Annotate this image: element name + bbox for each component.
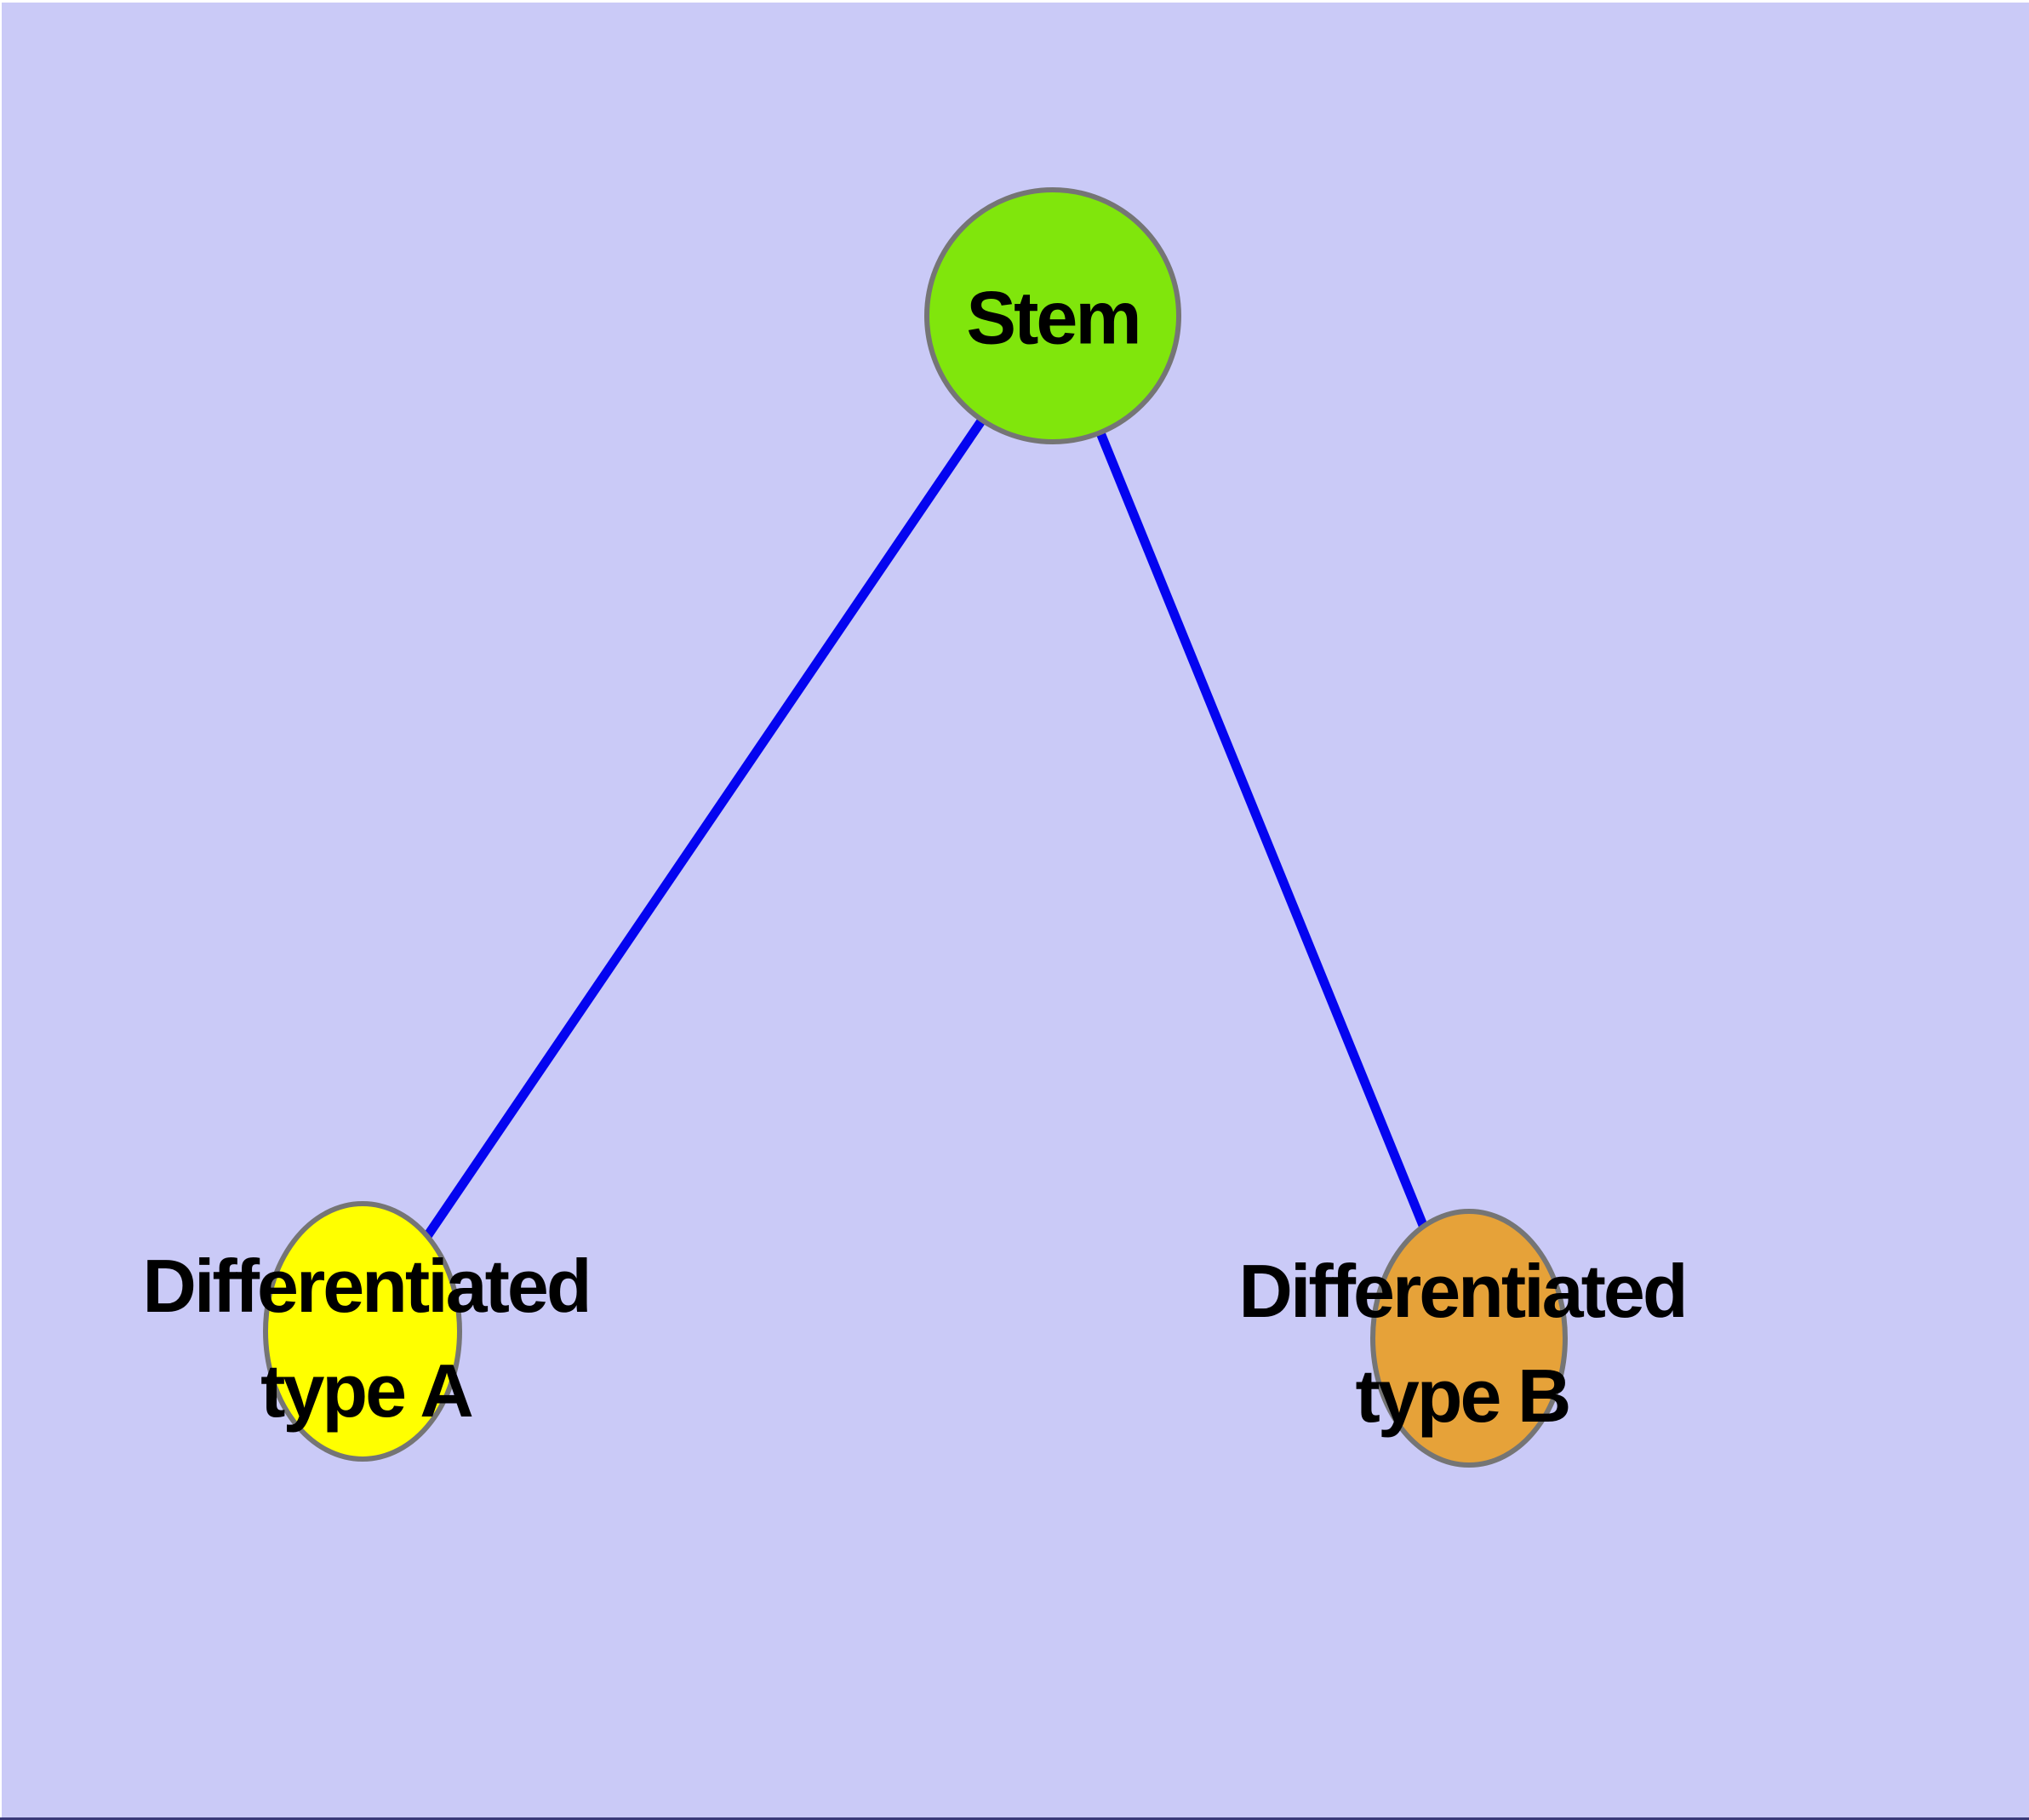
edge-stem-to-type-b (1048, 313, 1474, 1341)
edge-stem-to-type-a (358, 312, 1057, 1335)
bottom-edge-strip (0, 1817, 2029, 1820)
differentiated-type-b-node (1370, 1209, 1568, 1468)
differentiated-type-a-node (263, 1201, 462, 1462)
stem-node (924, 187, 1181, 444)
